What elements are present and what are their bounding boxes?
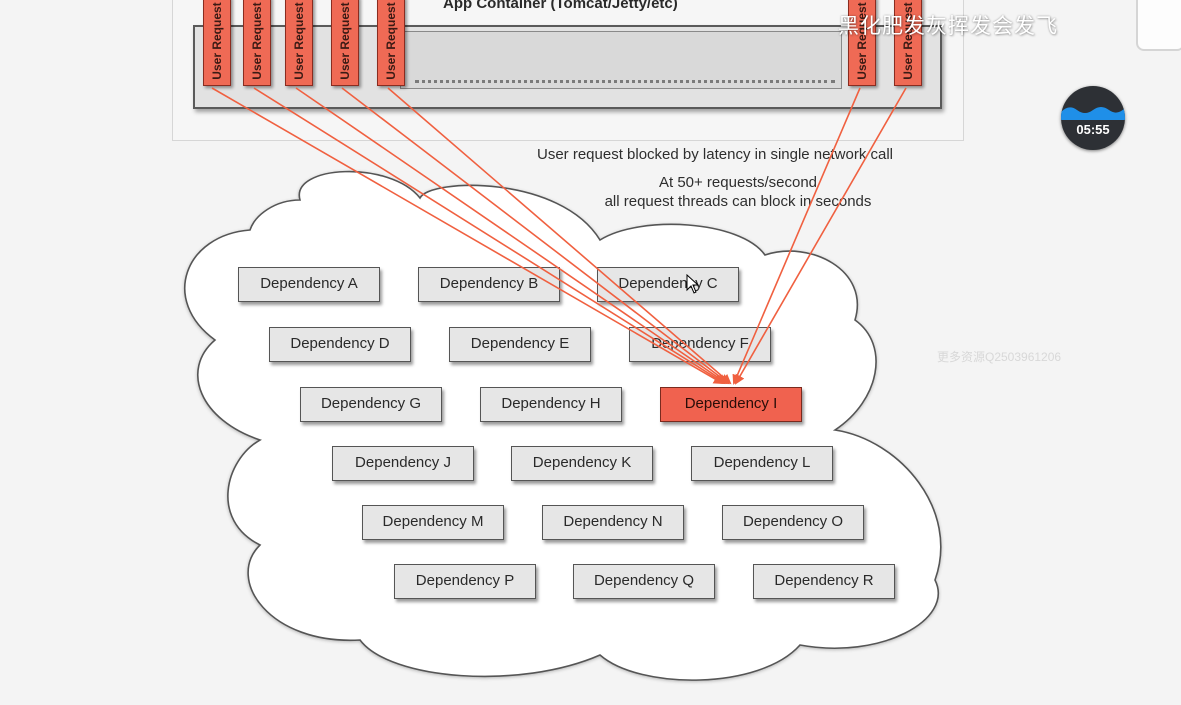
dependency-box: Dependency G: [300, 387, 442, 422]
dependency-box: Dependency E: [449, 327, 591, 362]
dependency-box: Dependency M: [362, 505, 504, 540]
dependency-box: Dependency N: [542, 505, 684, 540]
water-wave-icon: [1061, 107, 1125, 120]
faint-watermark: 更多资源Q2503961206: [937, 350, 1062, 364]
thread-label: User Request: [384, 2, 398, 80]
rate-caption-line2: all request threads can block in seconds: [604, 193, 872, 210]
video-watermark: 黑化肥发灰挥发会发飞: [838, 15, 1058, 38]
timer-text: 05:55: [1076, 122, 1110, 137]
user-request-thread: User Request: [243, 0, 271, 86]
dependency-box: Dependency P: [394, 564, 536, 599]
dependency-box: Dependency O: [722, 505, 864, 540]
user-request-thread: User Request: [203, 0, 231, 86]
mouse-pointer-icon: [686, 274, 700, 294]
failing-dependency-box: Dependency I: [660, 387, 802, 422]
dependency-box: Dependency H: [480, 387, 622, 422]
thread-label: User Request: [292, 2, 306, 80]
rate-caption-line1: At 50+ requests/second: [658, 174, 818, 191]
dependency-box: Dependency R: [753, 564, 895, 599]
user-request-thread: User Request: [894, 0, 922, 86]
dependency-box: Dependency J: [332, 446, 474, 481]
thread-pool-area: [400, 31, 842, 89]
corner-logo: [1136, 0, 1181, 51]
dependency-box: Dependency Q: [573, 564, 715, 599]
user-request-thread: User Request: [285, 0, 313, 86]
dependency-box: Dependency B: [418, 267, 560, 302]
thread-label: User Request: [210, 2, 224, 80]
dependency-box: Dependency D: [269, 327, 411, 362]
dependency-box: Dependency C: [597, 267, 739, 302]
user-request-thread: User Request: [331, 0, 359, 86]
dependency-box: Dependency K: [511, 446, 653, 481]
dependency-box: Dependency L: [691, 446, 833, 481]
thread-label: User Request: [338, 2, 352, 80]
app-container-title: App Container (Tomcat/Jetty/etc): [443, 0, 678, 12]
blocked-caption: User request blocked by latency in singl…: [537, 146, 894, 163]
user-request-thread: User Request: [377, 0, 405, 86]
thread-label: User Request: [250, 2, 264, 80]
dependency-box: Dependency A: [238, 267, 380, 302]
timer-badge: 05:55: [1061, 86, 1125, 150]
more-threads-ellipsis: [415, 80, 835, 83]
user-request-thread: User Request: [848, 0, 876, 86]
dependency-box: Dependency F: [629, 327, 771, 362]
